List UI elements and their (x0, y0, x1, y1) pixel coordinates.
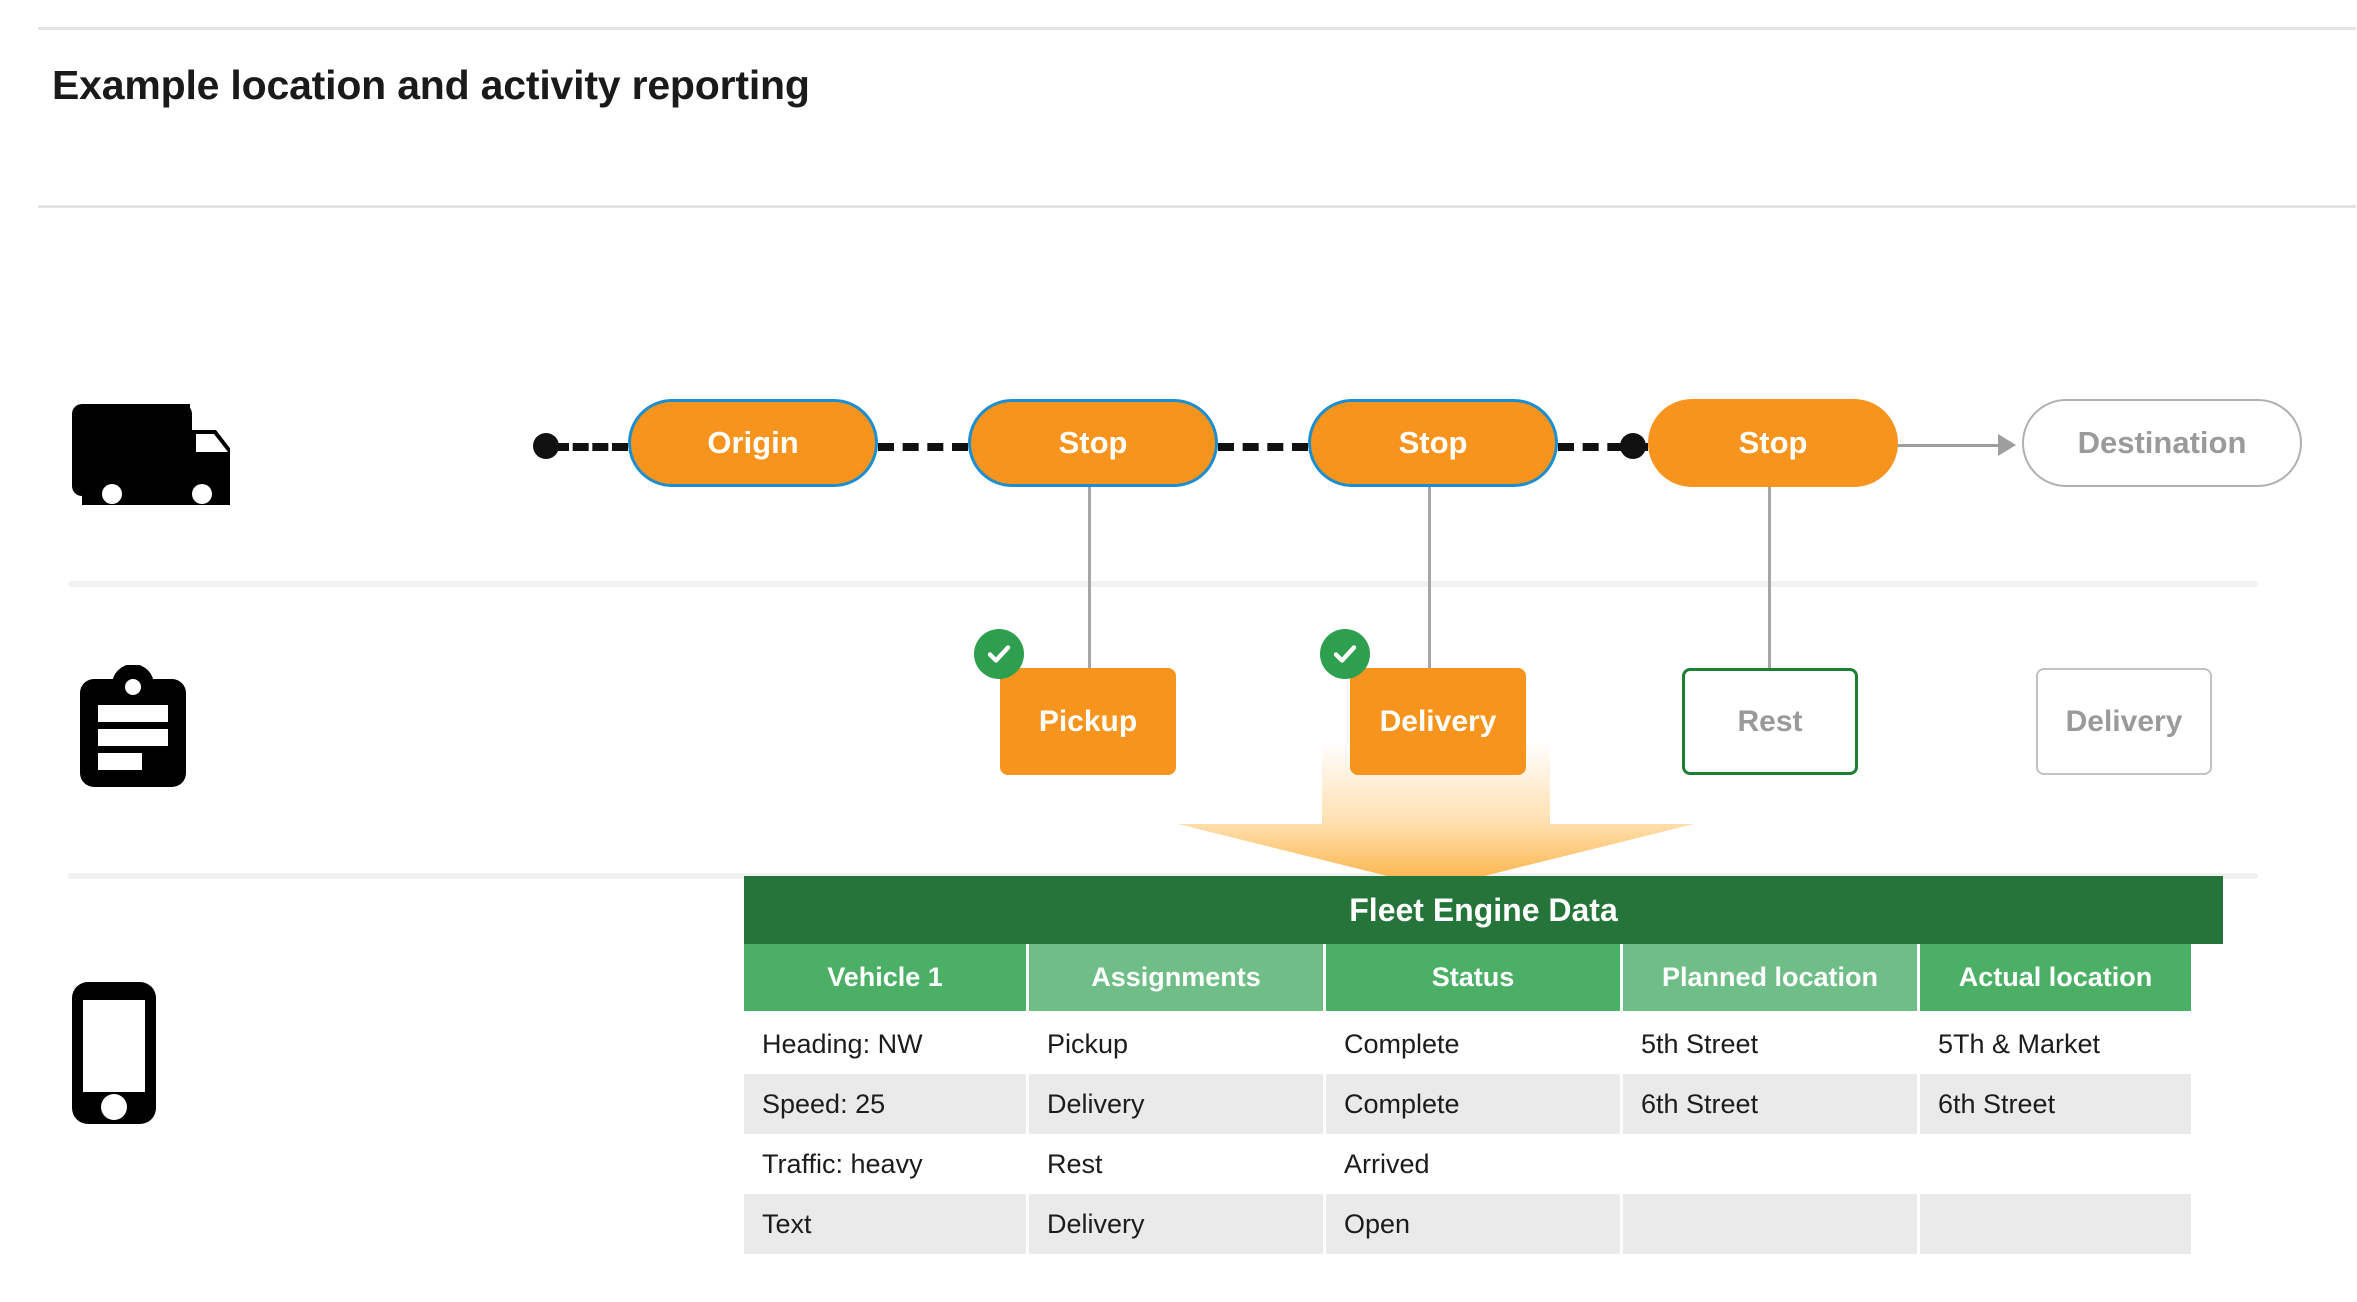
clipboard-icon (72, 664, 194, 796)
column-header-actual-location[interactable]: Actual location (1920, 944, 2191, 1014)
column-header-planned-location[interactable]: Planned location (1623, 944, 1920, 1014)
cell-planned-location (1623, 1194, 1920, 1254)
route-dash-3 (1558, 443, 1648, 451)
connector-stop1-pickup (1088, 485, 1091, 668)
cell-status: Arrived (1326, 1134, 1623, 1194)
route-stop-origin[interactable]: Origin (628, 399, 878, 487)
activity-card-delivery-complete[interactable]: Delivery (1350, 668, 1526, 775)
activity-card-rest[interactable]: Rest (1682, 668, 1858, 775)
route-stop-3[interactable]: Stop (1648, 399, 1898, 487)
header-top-rule (38, 27, 2356, 30)
truck-icon (70, 400, 238, 513)
route-start-dot (533, 433, 559, 459)
cell-actual-location: 6th Street (1920, 1074, 2191, 1134)
table-row: Heading: NW Pickup Complete 5th Street 5… (744, 1014, 2191, 1074)
cell-planned-location: 6th Street (1623, 1074, 1920, 1134)
route-stop-2[interactable]: Stop (1308, 399, 1558, 487)
header-bottom-rule (38, 205, 2356, 208)
activity-card-pickup[interactable]: Pickup (1000, 668, 1176, 775)
route-arrow-head-icon (1998, 434, 2016, 456)
cell-assignment: Pickup (1029, 1014, 1326, 1074)
route-dash-1 (878, 443, 968, 451)
cell-status: Complete (1326, 1014, 1623, 1074)
activity-card-label: Pickup (1038, 704, 1138, 738)
page-title: Example location and activity reporting (52, 62, 810, 108)
column-header-assignments[interactable]: Assignments (1029, 944, 1326, 1014)
route-stop-destination[interactable]: Destination (2022, 399, 2302, 487)
section-divider-route-activity (68, 581, 2258, 587)
data-flow-arrow-icon (1176, 742, 1696, 895)
cell-status: Open (1326, 1194, 1623, 1254)
activity-complete-check-icon (1320, 629, 1370, 679)
activity-card-delivery-open[interactable]: Delivery (2036, 668, 2212, 775)
route-stop-1[interactable]: Stop (968, 399, 1218, 487)
cell-vehicle: Speed: 25 (744, 1074, 1029, 1134)
cell-vehicle: Traffic: heavy (744, 1134, 1029, 1194)
route-stop-label: Origin (707, 425, 799, 460)
route-stop-label: Stop (1058, 425, 1128, 460)
activity-card-label: Delivery (2065, 704, 2183, 738)
cell-actual-location (1920, 1134, 2191, 1194)
table-row: Traffic: heavy Rest Arrived (744, 1134, 2191, 1194)
route-stop-label: Destination (2077, 425, 2247, 460)
route-mid-dot (1620, 433, 1646, 459)
route-arrow-line (1898, 444, 2000, 447)
cell-vehicle: Heading: NW (744, 1014, 1029, 1074)
cell-planned-location: 5th Street (1623, 1014, 1920, 1074)
cell-vehicle: Text (744, 1194, 1029, 1254)
connector-stop2-delivery (1428, 485, 1431, 668)
cell-planned-location (1623, 1134, 1920, 1194)
connector-stop3-rest (1768, 485, 1771, 668)
route-dash-0 (553, 443, 628, 451)
cell-actual-location: 5Th & Market (1920, 1014, 2191, 1074)
mobile-phone-icon (70, 980, 158, 1131)
fleet-engine-data-table: Fleet Engine Data Vehicle 1 Assignments … (744, 876, 2223, 1254)
cell-assignment: Rest (1029, 1134, 1326, 1194)
column-header-vehicle[interactable]: Vehicle 1 (744, 944, 1029, 1014)
table-row: Speed: 25 Delivery Complete 6th Street 6… (744, 1074, 2191, 1134)
table-title: Fleet Engine Data (744, 876, 2223, 944)
cell-actual-location (1920, 1194, 2191, 1254)
fleet-data-grid: Vehicle 1 Assignments Status Planned loc… (744, 944, 2191, 1254)
route-stop-label: Stop (1398, 425, 1468, 460)
cell-status: Complete (1326, 1074, 1623, 1134)
column-header-status[interactable]: Status (1326, 944, 1623, 1014)
activity-card-label: Rest (1737, 704, 1803, 738)
cell-assignment: Delivery (1029, 1074, 1326, 1134)
route-stop-label: Stop (1738, 425, 1808, 460)
table-row: Text Delivery Open (744, 1194, 2191, 1254)
cell-assignment: Delivery (1029, 1194, 1326, 1254)
activity-card-label: Delivery (1379, 704, 1497, 738)
activity-complete-check-icon (974, 629, 1024, 679)
route-dash-2 (1218, 443, 1308, 451)
table-header-row: Vehicle 1 Assignments Status Planned loc… (744, 944, 2191, 1014)
